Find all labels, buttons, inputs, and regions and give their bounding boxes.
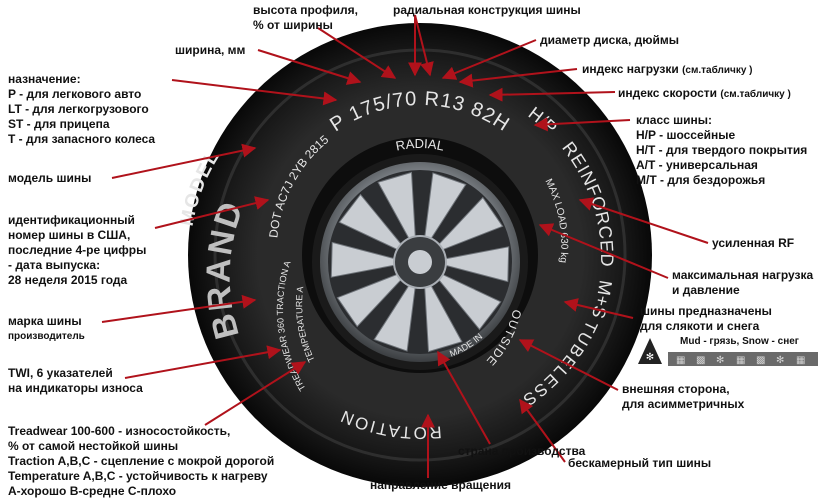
arrow-class: [533, 117, 631, 132]
wheel-rim: [312, 154, 528, 370]
label-model: модель шины: [8, 171, 92, 185]
label-dot: идентификационный номер шины в США, посл…: [8, 213, 147, 287]
tire-sidewall-ring: [213, 48, 627, 462]
label-radial: радиальная конструкция шины: [393, 3, 581, 17]
label-width: ширина, мм: [175, 43, 246, 57]
arrow-profile: [317, 27, 397, 79]
svg-text:✻: ✻: [776, 355, 784, 366]
label-outside: внешняя сторона, для асимметричных: [622, 382, 745, 411]
arrow-country: [437, 350, 491, 445]
label-treadwear: Treadwear 100-600 - износостойкость, % о…: [8, 424, 275, 498]
svg-text:▦: ▦: [736, 355, 745, 366]
svg-text:▩: ▩: [696, 355, 705, 366]
svg-text:✻: ✻: [646, 352, 654, 363]
label-ms: шины предназначены для слякоти и снега: [640, 304, 772, 333]
arrow-model: [111, 143, 257, 179]
arrow-twi: [124, 345, 282, 379]
arrow-radial-2: [414, 14, 434, 77]
label-tire-class: класс шины: H/P - шоссейные H/T - для тв…: [636, 113, 808, 187]
label-profile: высота профиля, % от ширины: [253, 3, 358, 32]
svg-text:▩: ▩: [756, 355, 765, 366]
arrow-load: [458, 68, 578, 88]
arrow-width: [257, 49, 362, 85]
ms-icon-strip: ✻ ▦ ▩ ✻ ▦ ▩ ✻ ▦: [638, 338, 818, 366]
arrow-reinforced: [578, 197, 709, 244]
tire-radial-text: RADIAL: [394, 136, 445, 154]
label-speed-index: индекс скорости (см.табличку ): [618, 86, 791, 100]
svg-text:▦: ▦: [676, 355, 685, 366]
label-load-index: индекс нагрузки (см.табличку ): [582, 62, 753, 76]
label-country: страна производства: [458, 444, 586, 458]
arrow-outside: [518, 339, 619, 391]
arrow-brand: [101, 294, 257, 323]
svg-text:✻: ✻: [716, 355, 724, 366]
arrow-tubeless: [519, 398, 566, 463]
arrow-maxload: [538, 223, 669, 279]
label-rotation: направление вращения: [370, 478, 511, 492]
label-reinforced: усиленная RF: [712, 236, 795, 250]
arrow-ms: [563, 298, 634, 319]
label-twi: TWI, 6 указателей на индикаторы износа: [8, 366, 143, 395]
label-brand: марка шины производитель: [8, 314, 85, 342]
mountain-snowflake-icon: [638, 338, 662, 364]
svg-text:▦: ▦: [796, 355, 805, 366]
label-tubeless: бескамерный тип шины: [568, 456, 712, 470]
label-ms-note: Mud - грязь, Snow - снег: [680, 336, 799, 347]
arrow-purpose: [171, 79, 338, 106]
label-purpose: назначение: P - для легкового авто LT - …: [8, 72, 156, 146]
label-rim-diameter: диаметр диска, дюймы: [540, 33, 679, 47]
arrow-dot: [154, 196, 270, 229]
label-max-load: максимальная нагрузка и давление: [672, 268, 814, 297]
arrow-treadwear: [204, 361, 307, 426]
arrow-speed: [488, 87, 616, 102]
arrow-rim: [441, 39, 537, 80]
